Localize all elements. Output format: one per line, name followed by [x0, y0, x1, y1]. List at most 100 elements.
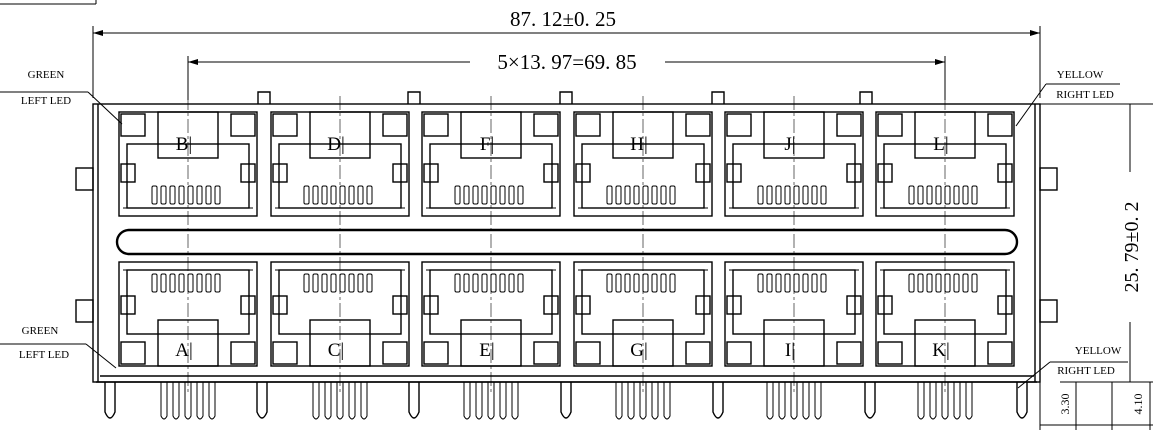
mount-peg — [104, 382, 116, 419]
clip-1 — [407, 91, 421, 104]
led-color-bottom-right: YELLOW — [1075, 345, 1122, 357]
contact-pin — [330, 185, 337, 205]
contact-pin — [651, 185, 658, 205]
height-label: 25. 79±0. 2 — [1121, 202, 1143, 293]
lead-pin — [965, 382, 973, 420]
lead-pin — [790, 382, 798, 420]
lead-pin — [312, 382, 320, 420]
contact-pin — [633, 273, 640, 293]
contact-pin — [151, 185, 158, 205]
lead-pin — [802, 382, 810, 420]
lead-dim-1: 3.30 — [1058, 394, 1072, 415]
housing-outline — [75, 103, 1058, 383]
top-port-row: B|D|F|H|J|L| — [118, 111, 1015, 217]
lead-dimensions: 3.30 4.10 — [1039, 382, 1153, 430]
lead-pin — [917, 382, 925, 420]
lead-pin — [499, 382, 507, 420]
contact-pin — [205, 273, 212, 293]
contact-pin — [187, 185, 194, 205]
contact-pin — [908, 185, 915, 205]
lead-pin — [348, 382, 356, 420]
pcb-leads — [104, 382, 1028, 420]
contact-pin — [330, 273, 337, 293]
contact-pin — [757, 185, 764, 205]
contact-pin — [820, 273, 827, 293]
bottom-port-row: A|C|E|G|I|K| — [118, 261, 1015, 367]
port-letter: J| — [784, 134, 795, 155]
port-letter: C| — [328, 340, 344, 361]
contact-pin — [917, 273, 924, 293]
clip-3 — [711, 91, 725, 104]
port-letter: I| — [785, 340, 795, 361]
contact-pin — [454, 185, 461, 205]
contact-pin — [472, 273, 479, 293]
led-label-top-left: GREEN LEFT LED — [0, 69, 123, 125]
port-letter: E| — [479, 340, 494, 361]
clip-4 — [859, 91, 873, 104]
lead-pin — [766, 382, 774, 420]
lead-pin — [336, 382, 344, 420]
port-centerlines — [187, 96, 946, 392]
height-dimension: 25. 79±0. 2 — [1040, 103, 1153, 383]
contact-pin — [802, 185, 809, 205]
contact-pin — [962, 273, 969, 293]
contact-pin — [312, 273, 319, 293]
contact-pin — [366, 185, 373, 205]
lead-pin — [360, 382, 368, 420]
contact-pin — [935, 273, 942, 293]
contact-pin — [944, 273, 951, 293]
mount-peg — [1016, 382, 1028, 419]
port-letter: A| — [175, 340, 193, 361]
contact-pin — [303, 185, 310, 205]
contact-pin — [205, 185, 212, 205]
contact-pin — [321, 273, 328, 293]
contact-pin — [178, 273, 185, 293]
title-block-corner — [0, 0, 97, 5]
lead-pin — [953, 382, 961, 420]
contact-pin — [651, 273, 658, 293]
contact-pin — [962, 185, 969, 205]
contact-pin — [944, 185, 951, 205]
contact-pin — [926, 185, 933, 205]
port-letter: F| — [480, 134, 494, 155]
contact-pin — [312, 185, 319, 205]
contact-pin — [669, 273, 676, 293]
contact-pin — [793, 185, 800, 205]
port-letter: D| — [327, 134, 345, 155]
contact-pin — [151, 273, 158, 293]
contact-pin — [953, 185, 960, 205]
port-letter: G| — [630, 340, 648, 361]
contact-pin — [624, 185, 631, 205]
contact-pin — [606, 185, 613, 205]
lead-pin — [639, 382, 647, 420]
led-color-bottom-left: GREEN — [22, 325, 59, 337]
contact-pin — [160, 273, 167, 293]
mount-peg — [712, 382, 724, 419]
contact-pin — [908, 273, 915, 293]
pitch-label: 5×13. 97=69. 85 — [497, 50, 636, 74]
contact-pin — [926, 273, 933, 293]
shield-clips — [257, 91, 873, 104]
contact-pin — [463, 273, 470, 293]
contact-pin — [642, 185, 649, 205]
lead-pin — [475, 382, 483, 420]
contact-pin — [348, 185, 355, 205]
contact-pin — [766, 273, 773, 293]
contact-pin — [169, 273, 176, 293]
lead-pin — [208, 382, 216, 420]
mount-peg — [560, 382, 572, 419]
contact-pin — [757, 273, 764, 293]
lead-pin — [172, 382, 180, 420]
lead-pin — [487, 382, 495, 420]
contact-pin — [366, 273, 373, 293]
led-side-bottom-left: LEFT LED — [19, 349, 69, 361]
mount-peg — [408, 382, 420, 419]
contact-pin — [187, 273, 194, 293]
contact-pin — [811, 185, 818, 205]
contact-pin — [339, 185, 346, 205]
led-color-top-right: YELLOW — [1057, 69, 1104, 81]
contact-pin — [490, 185, 497, 205]
lead-dim-2: 4.10 — [1131, 394, 1145, 415]
port-letter: B| — [176, 134, 192, 155]
